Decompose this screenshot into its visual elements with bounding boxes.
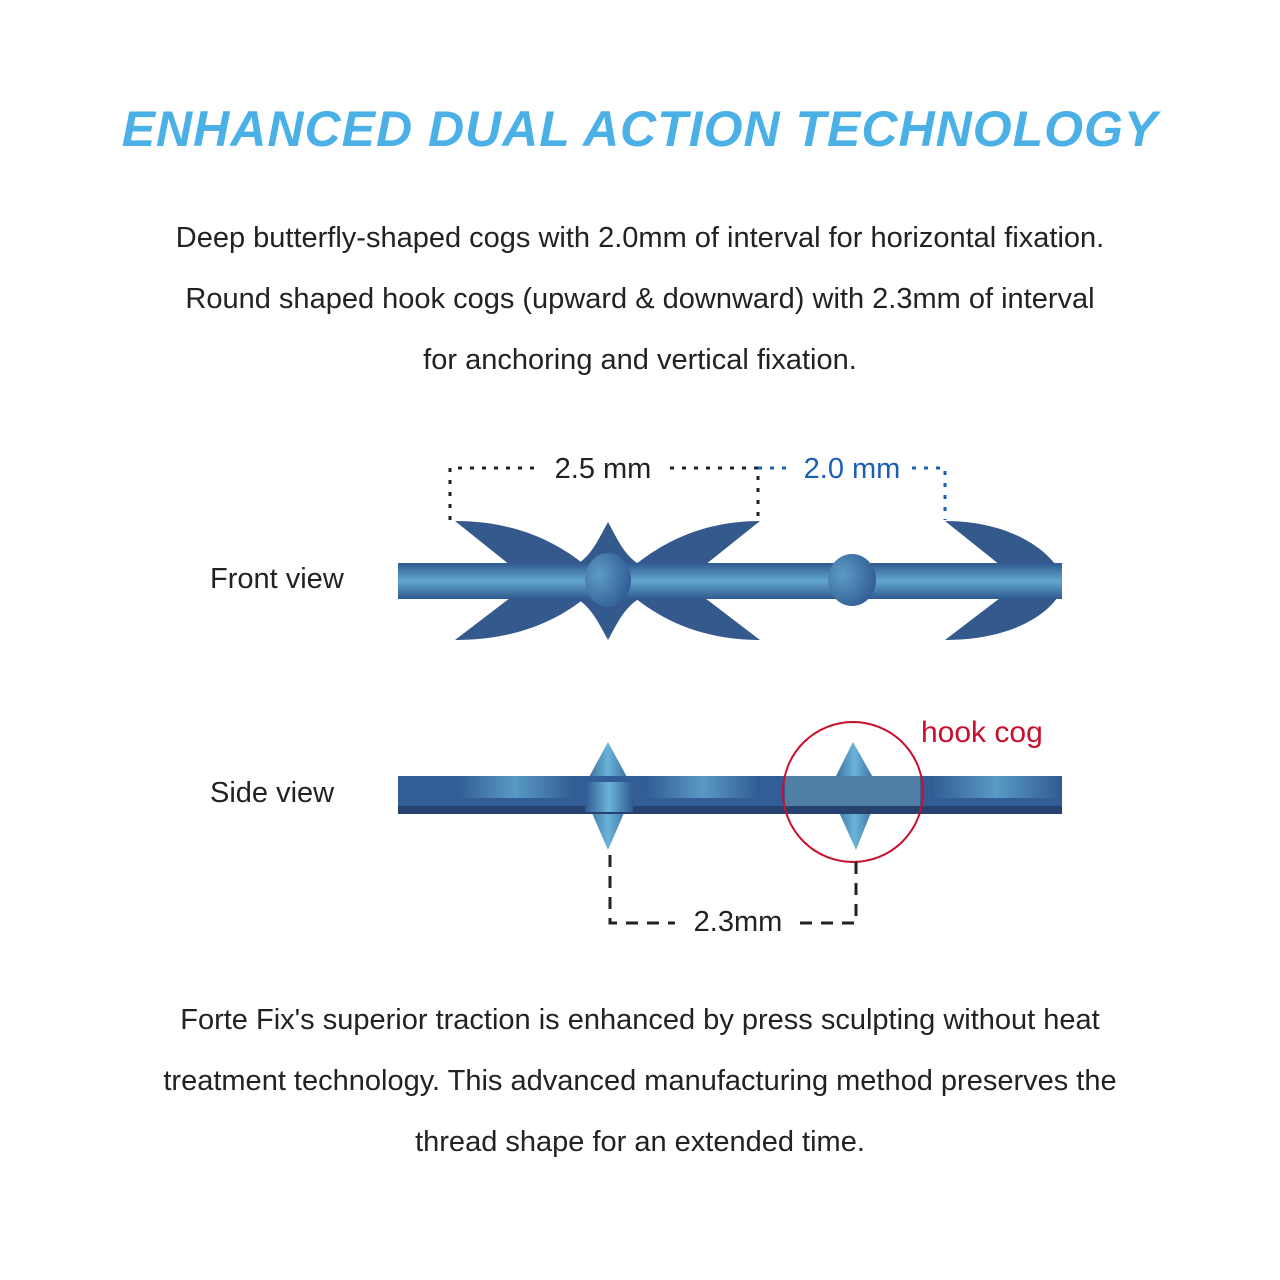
intro-line: for anchoring and vertical fixation. bbox=[423, 344, 857, 376]
side-view-thread bbox=[398, 742, 1062, 850]
outro-line: Forte Fix's superior traction is enhance… bbox=[180, 1004, 1100, 1036]
outro-line: thread shape for an extended time. bbox=[415, 1126, 865, 1158]
intro-paragraph: Deep butterfly-shaped cogs with 2.0mm of… bbox=[0, 208, 1280, 391]
outro-line: treatment technology. This advanced manu… bbox=[163, 1065, 1117, 1097]
hook-cog-tip bbox=[585, 553, 631, 607]
side-view-label: Side view bbox=[210, 777, 335, 809]
hook-cog-label: hook cog bbox=[921, 716, 1043, 749]
front-view-label: Front view bbox=[210, 563, 345, 595]
dim-label-2.3mm: 2.3mm bbox=[694, 906, 783, 938]
side-rod-shadow bbox=[398, 806, 1062, 814]
dim-label-2.0mm: 2.0 mm bbox=[804, 453, 901, 485]
side-cog-band bbox=[455, 776, 575, 798]
intro-line: Deep butterfly-shaped cogs with 2.0mm of… bbox=[175, 222, 1105, 254]
outro-paragraph: Forte Fix's superior traction is enhance… bbox=[0, 990, 1280, 1173]
hook-cog-circle bbox=[782, 721, 924, 863]
dim-line-2.0mm bbox=[758, 466, 947, 520]
page-title: ENHANCED DUAL ACTION TECHNOLOGY bbox=[121, 101, 1159, 157]
dim-label-2.5mm: 2.5 mm bbox=[555, 453, 652, 485]
intro-line: Round shaped hook cogs (upward & downwar… bbox=[185, 283, 1095, 315]
side-hook-highlight bbox=[785, 776, 920, 806]
hook-cog-tip bbox=[828, 554, 876, 606]
front-view-thread bbox=[398, 521, 1062, 640]
side-cog-band bbox=[930, 776, 1062, 798]
side-cog-band bbox=[645, 776, 760, 798]
dim-line-2.3mm bbox=[608, 855, 858, 925]
thread-rod bbox=[398, 563, 1062, 599]
side-cog-center bbox=[585, 782, 633, 812]
